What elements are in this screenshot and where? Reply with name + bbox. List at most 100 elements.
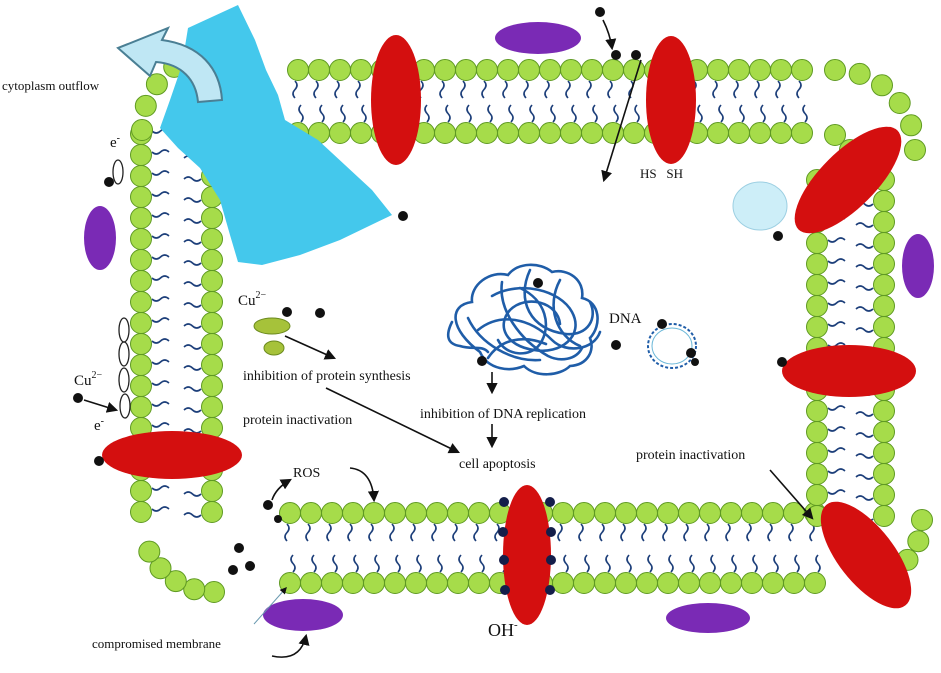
lipid-tail	[855, 411, 874, 417]
lipid-head	[145, 73, 168, 96]
lipid-tail	[754, 80, 760, 99]
lipid-head	[468, 572, 490, 594]
lipid-head	[552, 502, 574, 524]
lipid-tail	[634, 104, 640, 123]
lipid-head	[130, 375, 152, 397]
lipid-head	[720, 572, 742, 594]
lipid-head	[164, 570, 187, 593]
lipid-tail	[326, 523, 332, 542]
lipid-tail	[183, 386, 202, 392]
lipid-tail	[775, 80, 781, 99]
lipid-tail	[796, 80, 802, 99]
lipid-tail	[183, 407, 202, 413]
lipid-tail	[481, 80, 487, 99]
label-ros: ROS	[293, 466, 320, 481]
lipid-head	[904, 139, 926, 161]
label-copper-left: Cu2−	[74, 370, 103, 389]
lipid-head	[581, 59, 603, 81]
lipid-tail	[460, 80, 466, 99]
lipid-tail	[626, 554, 632, 573]
lipid-tail	[439, 80, 445, 99]
lipid-head	[573, 502, 595, 524]
lipid-tail	[599, 523, 605, 542]
hydroxyl-dots	[498, 497, 556, 595]
lipid-tail	[183, 323, 202, 329]
dna-tangle	[446, 263, 602, 376]
lipid-head	[806, 400, 828, 422]
lipid-tail	[494, 523, 500, 542]
lipid-tail	[855, 222, 874, 228]
lipid-head	[539, 122, 561, 144]
lipid-tail	[445, 104, 451, 123]
protein-bottom-right	[820, 501, 912, 609]
vesicle	[732, 181, 788, 231]
lipid-head	[321, 502, 343, 524]
lipid-tail	[607, 80, 613, 99]
label-protein-inactivation-right: protein inactivation	[636, 448, 745, 463]
arrow-cu-in	[83, 399, 119, 413]
lipid-head	[447, 502, 469, 524]
arrow-bottom-curve	[271, 633, 310, 658]
lipid-head	[873, 400, 895, 422]
lipid-tail	[704, 523, 710, 542]
lipid-head	[806, 232, 828, 254]
lipid-head	[455, 122, 477, 144]
lipid-tail	[855, 306, 874, 312]
lipid-tail	[725, 523, 731, 542]
lipid-tail	[827, 279, 846, 285]
lipid-head	[183, 578, 206, 601]
lipid-head	[873, 253, 895, 275]
lipid-tail	[592, 104, 598, 123]
label-inhibition-dna: inhibition of DNA replication	[420, 407, 586, 422]
lipid-head	[636, 502, 658, 524]
lipid-head	[699, 502, 721, 524]
protein-right-mid	[782, 345, 916, 397]
lipid-tail	[508, 104, 514, 123]
lipid-tail	[151, 401, 170, 407]
lipid-head	[279, 502, 301, 524]
lipid-head	[824, 59, 846, 81]
lipid-head	[447, 572, 469, 594]
lipid-tail	[712, 80, 718, 99]
lipid-head	[728, 122, 750, 144]
label-electron-top: e-	[110, 133, 120, 151]
lipid-tail	[662, 523, 668, 542]
lipid-head	[287, 59, 309, 81]
lipid-tail	[855, 495, 874, 501]
lipid-tail	[668, 554, 674, 573]
lipid-head	[363, 502, 385, 524]
lipid-head	[888, 92, 911, 114]
lipid-tail	[710, 554, 716, 573]
lipid-head	[300, 572, 322, 594]
lipid-head	[623, 122, 645, 144]
lipid-tail	[374, 554, 380, 573]
lipid-tail	[151, 212, 170, 218]
lipid-head	[873, 316, 895, 338]
lipid-tail	[683, 523, 689, 542]
arrow-to-inhibition-protein	[284, 335, 337, 360]
lipid-head	[804, 572, 826, 594]
lipid-head	[594, 502, 616, 524]
lipid-head	[279, 572, 301, 594]
label-protein-inactivation-left: protein inactivation	[243, 413, 352, 428]
lipid-tail	[311, 554, 317, 573]
arrow-particle-enter	[602, 19, 617, 51]
protein-top-right	[646, 36, 696, 164]
lipid-tail	[647, 554, 653, 573]
lipid-tail	[760, 104, 766, 123]
lipid-tail	[827, 321, 846, 327]
lipid-head	[806, 253, 828, 275]
protein-bottom	[503, 485, 551, 625]
lipid-tail	[151, 296, 170, 302]
label-electron-bottom: e-	[94, 416, 104, 434]
lipid-tail	[752, 554, 758, 573]
lipid-head	[873, 211, 895, 233]
lipid-tail	[183, 176, 202, 182]
purple-protein-top	[495, 22, 581, 54]
lipid-head	[426, 502, 448, 524]
lipid-tail	[731, 554, 737, 573]
lipid-head	[907, 530, 930, 553]
protein-top-left	[371, 35, 421, 165]
lipid-head	[497, 122, 519, 144]
lipid-tail	[183, 302, 202, 308]
